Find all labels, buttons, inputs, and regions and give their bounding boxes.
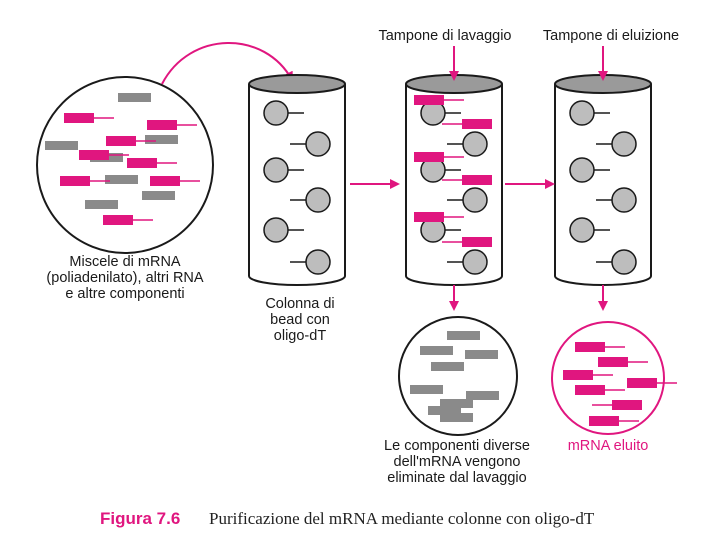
other-rna-fragment [447,331,480,340]
mrna-molecule [414,95,444,105]
column-2 [405,74,503,286]
figure-number: Figura 7.6 [100,509,181,528]
mrna-molecule [64,113,94,123]
column-label-line-2: bead con [270,312,330,328]
mrna-molecule [462,175,492,185]
eluted-label: mRNA eluito [567,438,649,454]
wash-buffer-label: Tampone di lavaggio [378,28,512,44]
other-rna-fragment [431,362,464,371]
other-rna-fragment [420,346,453,355]
oligo-dt-bead [611,249,637,275]
mrna-molecule [563,370,593,380]
mixture-label-line-2: (poliadenilato), altri RNA [46,270,204,286]
mrna-molecule [150,176,180,186]
other-rna-fragment [466,391,499,400]
oligo-dt-bead [611,187,637,213]
oligo-dt-bead [569,217,595,243]
mixture-label-line-1: Miscele di mRNA [69,254,181,270]
other-rna-fragment [142,191,175,200]
oligo-dt-bead [305,249,331,275]
column-top [248,74,346,94]
mrna-molecule [462,119,492,129]
eliminated-label-line-2: dell'mRNA vengono [393,454,521,470]
mixture-label: Miscele di mRNA (poliadenilato), altri R… [40,254,210,302]
mrna-molecule [103,215,133,225]
eluted-mrna-circle [551,321,677,435]
oligo-dt-bead [462,187,488,213]
other-rna-fragment [410,385,443,394]
mrna-molecule [575,342,605,352]
oligo-dt-bead [263,157,289,183]
other-rna-fragment [465,350,498,359]
oligo-dt-bead [305,187,331,213]
mrna-molecule [627,378,657,388]
oligo-dt-bead [569,157,595,183]
column-1 [248,74,346,286]
mrna-molecule [147,120,177,130]
oligo-dt-bead [305,131,331,157]
mrna-molecule [106,136,136,146]
mrna-molecule [414,212,444,222]
mixture-circle [36,76,214,254]
oligo-dt-bead [462,249,488,275]
mrna-molecule [612,400,642,410]
other-rna-fragment [440,413,473,422]
column-label-line-1: Colonna di [265,296,335,312]
mrna-molecule [127,158,157,168]
other-rna-fragment [85,200,118,209]
other-rna-fragment [428,406,461,415]
column-3 [554,74,652,286]
elution-buffer-label: Tampone di eluizione [542,28,680,44]
mixture-label-line-3: e altre componenti [65,286,185,302]
oligo-dt-bead [263,217,289,243]
other-rna-fragment [105,175,138,184]
oligo-dt-bead [263,100,289,126]
mrna-molecule [598,357,628,367]
mrna-molecule [589,416,619,426]
mrna-molecule [414,152,444,162]
oligo-dt-bead [569,100,595,126]
figure-caption: Purificazione del mRNA mediante colonne … [209,509,595,528]
other-rna-fragment [118,93,151,102]
eliminated-label: Le componenti diverse dell'mRNA vengono … [362,438,552,486]
mrna-molecule [60,176,90,186]
oligo-dt-bead [611,131,637,157]
other-rna-fragment [440,399,473,408]
column-label: Colonna di bead con oligo-dT [245,296,355,344]
column-label-line-3: oligo-dT [273,328,327,344]
eliminated-label-line-1: Le componenti diverse [384,438,530,454]
mrna-molecule [575,385,605,395]
load-arrow [161,42,293,85]
mrna-molecule [462,237,492,247]
eliminated-components-circle [398,316,518,436]
oligo-dt-bead [462,131,488,157]
other-rna-fragment [45,141,78,150]
other-rna-fragment [145,135,178,144]
eliminated-label-line-3: eliminate dal lavaggio [387,470,527,486]
mrna-molecule [79,150,109,160]
